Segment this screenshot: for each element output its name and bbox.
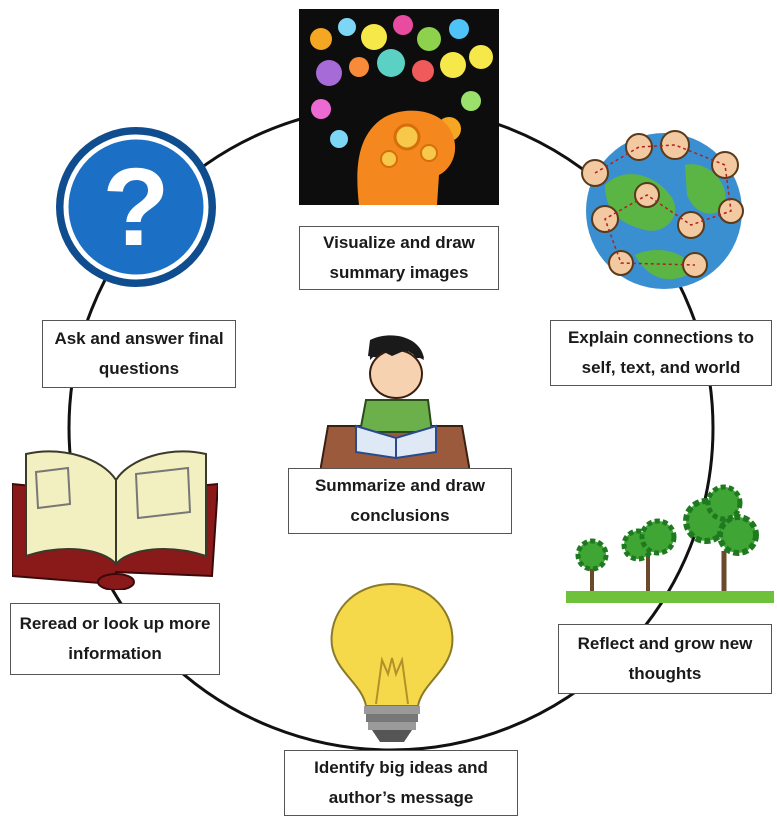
- brain-ideas-icon: [299, 9, 499, 205]
- open-book-icon: [12, 450, 218, 590]
- question-mark-icon: ?: [56, 127, 216, 287]
- step-label-connections: Explain connections to self, text, and w…: [550, 320, 772, 386]
- step-label-reflect: Reflect and grow new thoughts: [558, 624, 772, 694]
- gear-trees-icon: [566, 484, 774, 603]
- step-label-reread: Reread or look up more information: [10, 603, 220, 675]
- svg-text:?: ?: [102, 146, 169, 269]
- center-label-summarize: Summarize and draw conclusions: [288, 468, 512, 534]
- lightbulb-icon: [330, 582, 454, 742]
- step-label-identify: Identify big ideas and author’s message: [284, 750, 518, 816]
- step-label-ask: Ask and answer final questions: [42, 320, 236, 388]
- globe-people-icon: [581, 130, 744, 289]
- step-label-visualize: Visualize and draw summary images: [299, 226, 499, 290]
- student-writing-icon: [320, 335, 470, 473]
